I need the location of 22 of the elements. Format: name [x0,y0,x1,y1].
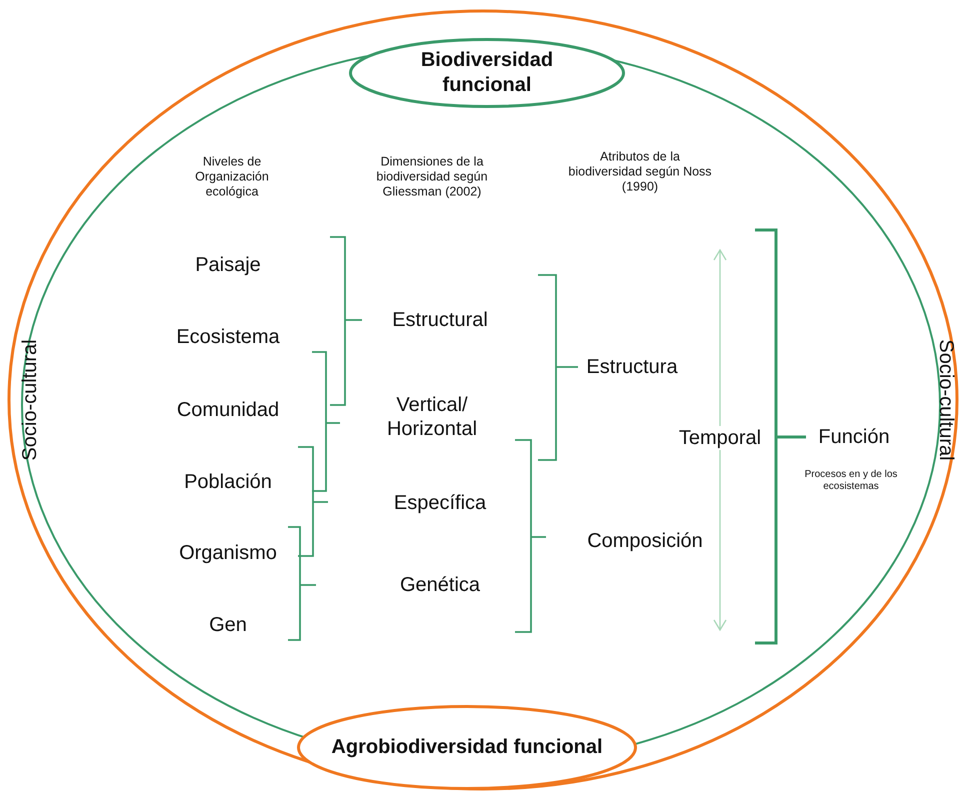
dimension-label: Específica [394,491,486,515]
level-label: Paisaje [195,253,261,277]
level-label: Organismo [179,541,277,565]
column-heading: Dimensiones de la biodiversidad según Gliessman (2002) [375,154,489,200]
attribute-label: Estructura [586,355,678,379]
level-label: Gen [209,613,247,637]
attribute-label: Temporal [678,426,762,450]
attribute-label: Función [818,425,890,449]
dimension-label: Vertical/ Horizontal [386,393,478,441]
dimension-label: Genética [400,573,480,597]
attribute-label: Composición [587,529,703,553]
ellipse-node: Biodiversidad funcional [349,38,625,108]
dimension-label: Estructural [392,308,488,332]
column-heading: Niveles de Organización ecológica [194,154,270,200]
description-text: Procesos en y de los ecosistemas [804,469,898,493]
level-label: Ecosistema [176,325,280,349]
ellipse-node: Agrobiodiversidad funcional [297,705,637,790]
side-label: Socio-cultural [934,339,958,461]
side-label: Socio-cultural [18,339,42,461]
column-heading: Atributos de la biodiversidad según Noss (1990) [567,150,713,194]
level-label: Comunidad [176,398,280,422]
level-label: Población [184,470,272,494]
